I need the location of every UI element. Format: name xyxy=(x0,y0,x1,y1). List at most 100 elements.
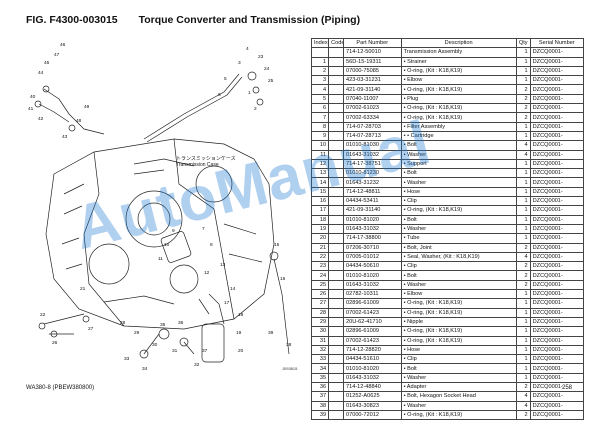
figure-description: Torque Converter and Transmission (Pipin… xyxy=(138,14,361,26)
upper-tube xyxy=(143,73,240,140)
row-index: 25 xyxy=(310,279,330,291)
callout-label: 44 xyxy=(38,70,44,76)
row-qty: 1 xyxy=(515,298,531,309)
callout-label: 39 xyxy=(268,330,274,336)
callout-label: 47 xyxy=(54,52,60,58)
row-index: 6 xyxy=(310,103,330,114)
row-description: • Bolt xyxy=(400,140,517,151)
row-index: 13 xyxy=(310,168,330,179)
callout-label: 10 xyxy=(164,242,170,248)
row-code xyxy=(328,140,344,151)
row-serial: DZCQ0001- xyxy=(529,233,585,244)
row-qty: 1 xyxy=(515,344,531,356)
callout-label: 28 xyxy=(120,320,126,326)
row-description: • • Cartridge xyxy=(400,130,517,142)
row-serial: DZCQ0001- xyxy=(529,372,585,384)
callout-label: 49 xyxy=(84,104,90,110)
row-part-number: 01010-81020 xyxy=(342,214,402,225)
row-description: • Hose xyxy=(400,344,517,356)
case-caption-en: Transmission Case xyxy=(176,162,219,168)
row-part-number: 714-12-48811 xyxy=(342,186,402,198)
callout-label: 21 xyxy=(80,286,86,292)
row-description: • O-ring, (Kit : K18,K19) xyxy=(400,307,517,318)
row-qty: 2 xyxy=(515,93,531,105)
row-code xyxy=(328,168,344,179)
row-serial: DZCQ0001- xyxy=(529,288,585,300)
callout-label: 23 xyxy=(258,54,264,60)
row-qty: 1 xyxy=(515,223,531,235)
row-serial: DZCQ0001- xyxy=(529,186,585,198)
row-serial: DZCQ0001- xyxy=(529,400,585,411)
row-qty: 2 xyxy=(515,242,531,253)
row-qty: 1 xyxy=(515,65,531,77)
row-index: 26 xyxy=(310,288,330,300)
filter-cartridge xyxy=(160,231,192,263)
row-serial: DZCQ0001- xyxy=(529,121,585,132)
callout-label: 8 xyxy=(210,242,213,248)
row-index: 22 xyxy=(310,251,330,263)
row-serial: DZCQ0001- xyxy=(529,130,585,142)
row-description: Transmission Assembly xyxy=(400,47,517,58)
row-index: 18 xyxy=(310,214,330,225)
row-part-number: 07206-30710 xyxy=(342,242,402,253)
callout-label: 43 xyxy=(62,134,68,140)
callout-label: 32 xyxy=(194,362,200,368)
row-qty: 1 xyxy=(515,205,531,216)
row-qty: 2 xyxy=(515,270,531,281)
callout-label: 38 xyxy=(286,342,292,348)
row-description: • O-ring, (Kit : K18,K19) xyxy=(400,65,517,77)
row-description: • Clip xyxy=(400,354,517,365)
row-part-number: 01643-31032 xyxy=(342,372,402,384)
row-serial: DZCQ0001- xyxy=(529,158,585,170)
row-serial: DZCQ0001- xyxy=(529,279,585,291)
row-index: 37 xyxy=(310,391,330,402)
row-serial: DZCQ0001- xyxy=(529,298,585,309)
callout-label: 29 xyxy=(134,330,140,336)
row-qty: 1 xyxy=(515,186,531,198)
row-qty: 1 xyxy=(515,130,531,142)
row-description: • Washer xyxy=(400,400,517,411)
row-qty: 1 xyxy=(515,335,531,346)
callout-label: 41 xyxy=(28,106,34,112)
